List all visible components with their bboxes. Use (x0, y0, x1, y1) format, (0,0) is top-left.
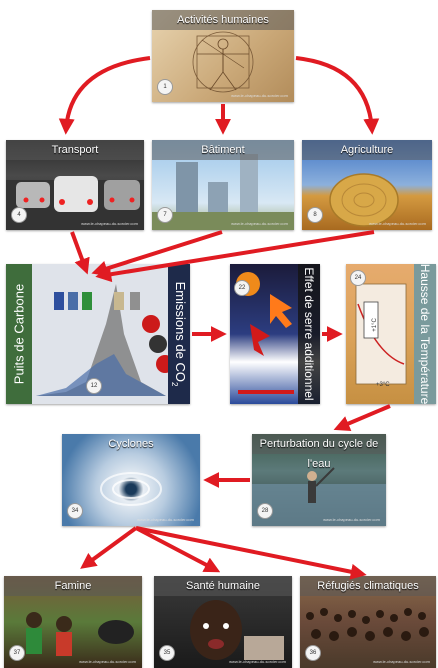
traffic-jam-image (6, 176, 144, 230)
slide-number: 37 (9, 645, 25, 661)
node-effet-de-serre: Effet de serre additionnel 22 (230, 264, 320, 404)
node-title: Agriculture (302, 140, 432, 160)
node-agriculture: Agriculture 8 www.le-chapeau-du-sorcier.… (302, 140, 432, 230)
arrow-activites-transport (58, 56, 151, 135)
crowd-image (306, 608, 429, 641)
flood-image (252, 467, 386, 526)
vitruvian-man-illustration (192, 31, 254, 93)
source-url: www.le-chapeau-du-sorcier.com (323, 517, 380, 522)
slide-number: 12 (86, 378, 102, 394)
slide-number: 35 (159, 645, 175, 661)
node-cyclones: Cyclones 34 www.le-chapeau-du-sorcier.co… (62, 434, 200, 526)
node-transport: Transport 4 www.le-chapeau-du-sorcier.co… (6, 140, 144, 230)
node-title: Perturbation du cycle de l'eau (252, 434, 386, 470)
node-title: Réfugiés climatiques (300, 576, 436, 596)
temperature-graph-image (355, 283, 407, 385)
node-activites-humaines: Activités humaines 1 www.le-chapeau-du-s… (152, 10, 294, 102)
famine-image (26, 612, 134, 656)
puits-de-carbone-band: Puits de Carbone (6, 264, 32, 404)
source-url: www.le-chapeau-du-sorcier.com (231, 93, 288, 98)
node-emissions-co2: Puits de Carbone Emissions de CO2 12 (6, 264, 190, 404)
cyclone-image (100, 472, 163, 506)
arrow-cyclones-sante (135, 526, 221, 573)
arrow-activites-agriculture (295, 56, 380, 135)
slide-number: 28 (257, 503, 273, 519)
emissions-band: Emissions de CO2 (168, 264, 190, 404)
slide-number: 36 (305, 645, 321, 661)
source-url: www.le-chapeau-du-sorcier.com (79, 659, 136, 664)
node-title: Cyclones (108, 438, 154, 450)
node-cycle-eau: Perturbation du cycle de l'eau 28 www.le… (252, 434, 386, 526)
arrow-agriculture-emissions (95, 230, 375, 283)
slide-number: 1 (157, 79, 173, 95)
node-title: Activités humaines (152, 10, 294, 30)
node-batiment: Bâtiment 7 www.le-chapeau-du-sorcier.com (152, 140, 294, 230)
node-sante-humaine: Santé humaine 35 www.le-chapeau-du-sorci… (154, 576, 292, 668)
arrow-cyclones-famine (80, 526, 138, 569)
source-url: www.le-chapeau-du-sorcier.com (81, 221, 138, 226)
child-image (190, 600, 284, 660)
slide-number: 34 (67, 503, 83, 519)
arrow-transport-emissions (70, 231, 90, 275)
hay-bale-image (329, 173, 399, 227)
node-title: Famine (4, 576, 142, 596)
node-refugies-climatiques: Réfugiés climatiques 36 www.le-chapeau-d… (300, 576, 436, 668)
slide-number: 24 (350, 270, 366, 286)
buildings-image (152, 154, 294, 230)
co2-graph-image (36, 284, 174, 396)
source-url: www.le-chapeau-du-sorcier.com (369, 221, 426, 226)
source-url: www.le-chapeau-du-sorcier.com (231, 221, 288, 226)
hausse-band: Hausse de la Température (414, 264, 436, 404)
slide-number: 7 (157, 207, 173, 223)
slide-number: 8 (307, 207, 323, 223)
arrow-cyclones-refugies (135, 526, 367, 580)
arrow-hausse-cycle (333, 404, 391, 432)
arrow-batiment-emissions (91, 230, 223, 277)
node-famine: Famine 37 www.le-chapeau-du-sorcier.com (4, 576, 142, 668)
temp-high-label: +3°C (376, 382, 390, 388)
node-hausse-temperature: +1°C +3°C Hausse de la Température 24 (346, 264, 436, 404)
node-title: Transport (6, 140, 144, 160)
source-url: www.le-chapeau-du-sorcier.com (137, 517, 194, 522)
source-url: www.le-chapeau-du-sorcier.com (229, 659, 286, 664)
slide-number: 22 (234, 280, 250, 296)
node-title: Bâtiment (152, 140, 294, 160)
source-url: www.le-chapeau-du-sorcier.com (373, 659, 430, 664)
effet-band: Effet de serre additionnel (298, 264, 320, 404)
slide-number: 4 (11, 207, 27, 223)
node-title: Santé humaine (154, 576, 292, 596)
